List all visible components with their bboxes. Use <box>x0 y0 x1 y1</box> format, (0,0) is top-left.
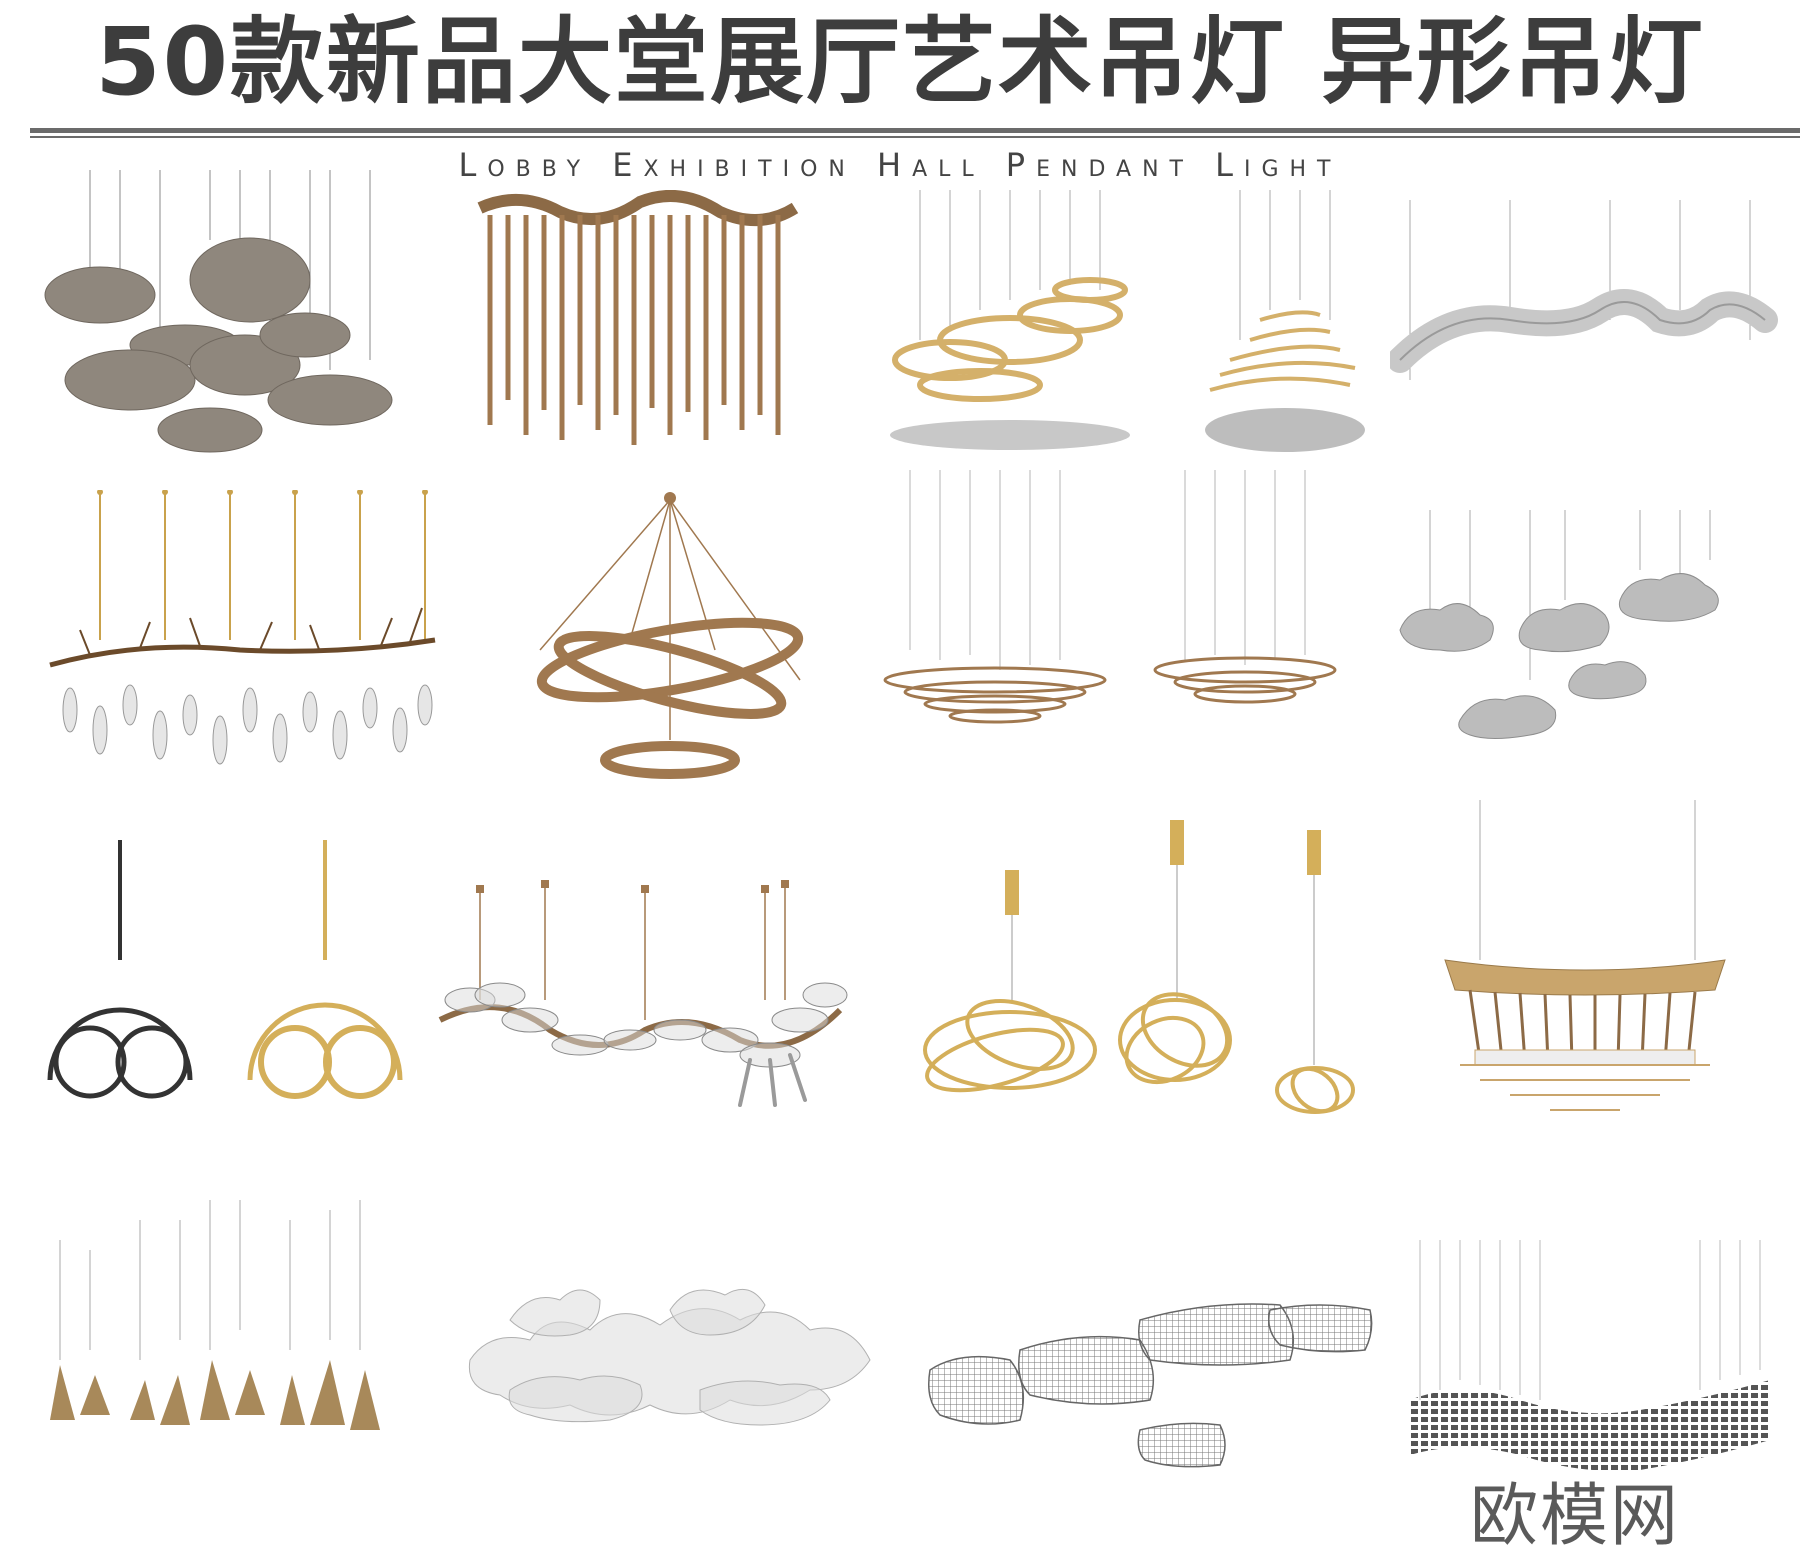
branch-crystal-drop-chandelier <box>40 490 440 790</box>
silver-cloud-pendant <box>1390 510 1770 770</box>
golden-layered-pendant <box>1190 190 1380 470</box>
glass-petal-cloud-chandelier <box>450 1240 890 1440</box>
title-rule-thick <box>30 128 1800 133</box>
twisted-ring-chandelier <box>530 490 820 790</box>
title-rule-thin <box>30 136 1800 138</box>
wire-mesh-cloud-pendant <box>920 1290 1380 1470</box>
layered-contour-pendant-pair <box>880 470 1350 790</box>
silver-ribbon-pendant <box>1390 200 1780 440</box>
product-grid: 欧模网 <box>0 170 1800 1556</box>
page-title: 50款新品大堂展厅艺术吊灯 异形吊灯 <box>95 8 1705 117</box>
golden-ring-cloud-pendant <box>860 190 1160 470</box>
glass-petal-wave-chandelier <box>430 880 850 1110</box>
brand-watermark: 欧模网 <box>1470 1477 1681 1556</box>
grid-tile-wave-pendant <box>1400 1240 1780 1480</box>
gold-tangle-pendant-set <box>900 810 1380 1130</box>
twin-ring-pendant-pair <box>40 840 420 1100</box>
bronze-wave-rod-chandelier <box>470 190 800 460</box>
stone-cloud-pendant <box>30 170 430 470</box>
wooden-roof-pendant <box>1440 800 1730 1130</box>
bronze-leaf-pendant-cluster <box>40 1200 420 1440</box>
page-subtitle: Lobby Exhibition Hall Pendant Light <box>458 146 1342 184</box>
